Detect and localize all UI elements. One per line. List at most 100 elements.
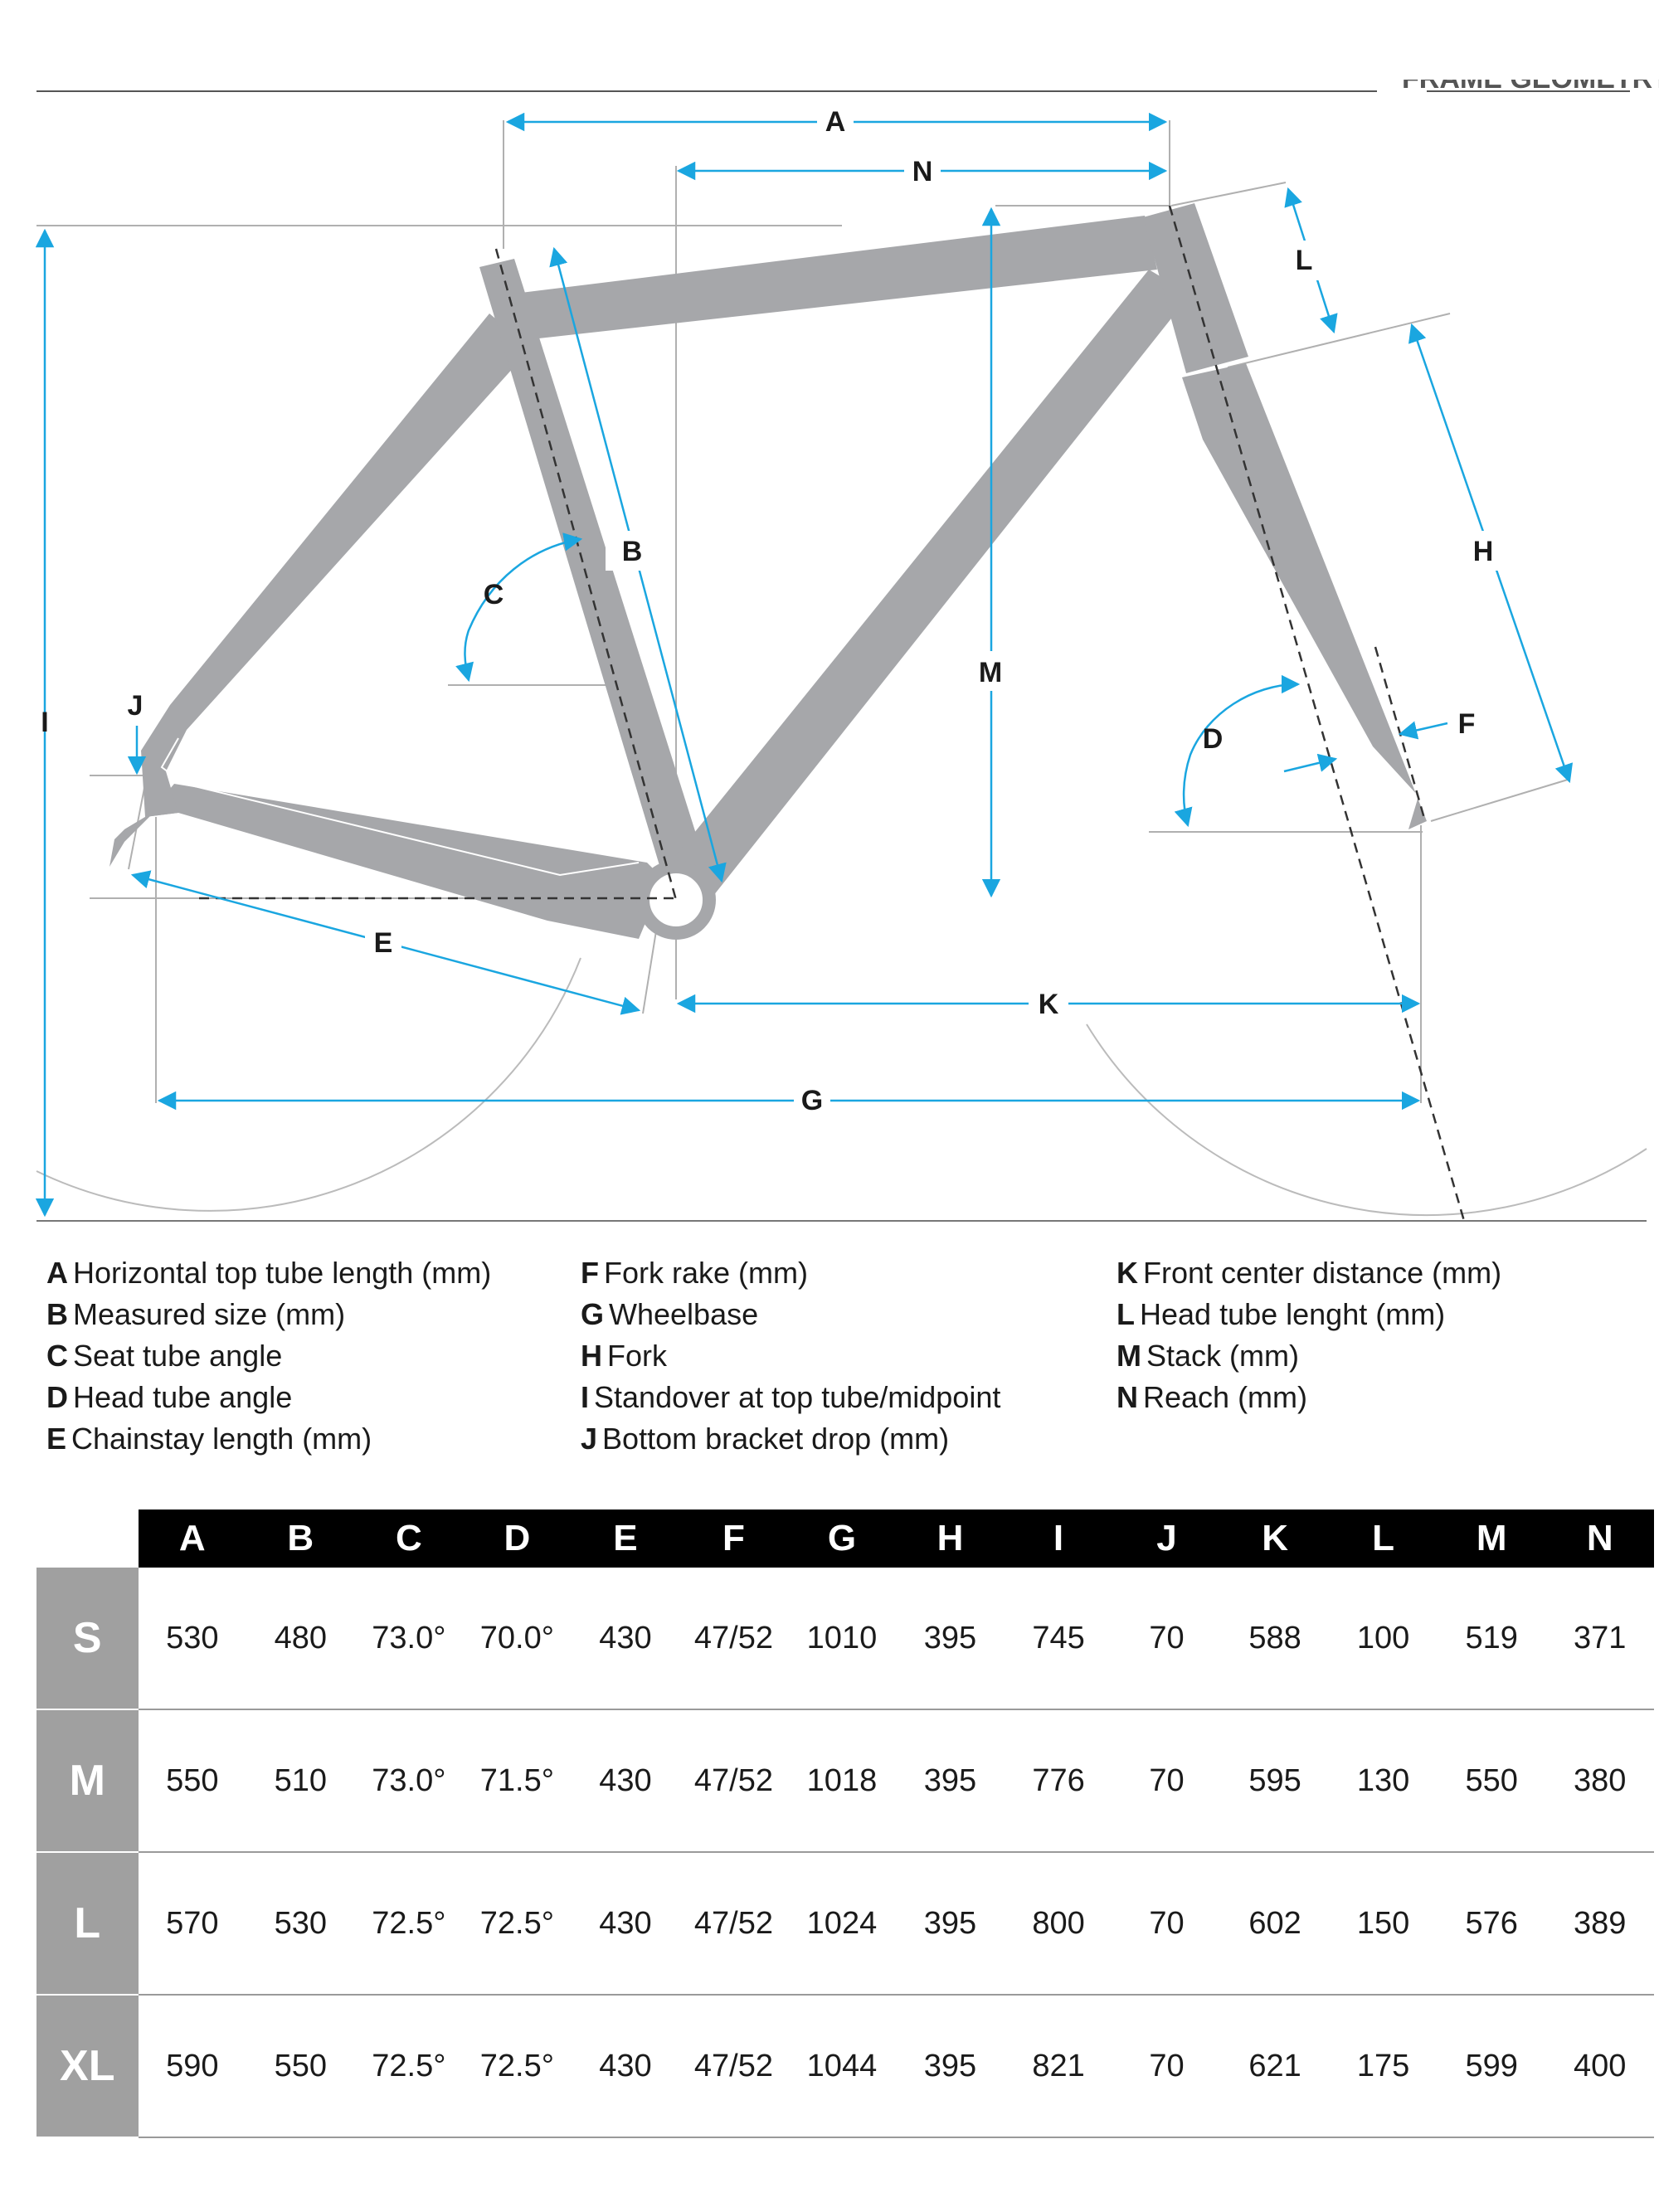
table-cell: 380 xyxy=(1545,1709,1654,1853)
table-cell: 70 xyxy=(1112,1709,1221,1853)
table-cell: 550 xyxy=(246,1995,355,2138)
size-cell: XL xyxy=(36,1995,139,2138)
angle-arc-c xyxy=(455,532,583,683)
table-cell: 602 xyxy=(1220,1852,1330,1996)
label-n: N xyxy=(912,156,933,187)
down-tube xyxy=(674,270,1190,896)
table-cell: 395 xyxy=(896,1709,1005,1853)
dim-arrow-f xyxy=(1398,721,1448,740)
table-cell: 590 xyxy=(138,1995,247,2138)
table-cell: 1044 xyxy=(787,1995,897,2138)
column-header-b: B xyxy=(246,1510,355,1568)
table-cell: 73.0° xyxy=(354,1568,464,1710)
table-row: XL 590 550 72.5° 72.5° 430 47/52 1044 39… xyxy=(36,1995,1654,2138)
table-cell: 70 xyxy=(1112,1852,1221,1996)
table-cell: 72.5° xyxy=(354,1995,464,2138)
table-cell: 1010 xyxy=(787,1568,897,1710)
label-g: G xyxy=(801,1085,823,1116)
table-cell: 395 xyxy=(896,1852,1005,1996)
table-cell: 47/52 xyxy=(679,1852,788,1996)
table-cell: 530 xyxy=(138,1568,247,1710)
table-cell: 175 xyxy=(1329,1995,1438,2138)
column-header-c: C xyxy=(354,1510,464,1568)
table-cell: 395 xyxy=(896,1995,1005,2138)
table-cell: 130 xyxy=(1329,1709,1438,1853)
label-a: A xyxy=(825,106,846,138)
table-cell: 47/52 xyxy=(679,1568,788,1710)
table-cell: 430 xyxy=(571,1995,680,2138)
steering-axis xyxy=(1168,205,1466,1222)
column-header-h: H xyxy=(896,1510,1005,1568)
table-cell: 73.0° xyxy=(354,1709,464,1853)
front-wheel-arc xyxy=(1086,1023,1647,1216)
table-cell: 570 xyxy=(138,1852,247,1996)
column-header-e: E xyxy=(571,1510,680,1568)
bottom-bracket xyxy=(636,860,716,940)
top-tube xyxy=(508,216,1157,340)
table-cell: 72.5° xyxy=(463,1852,572,1996)
table-cell: 70.0° xyxy=(463,1568,572,1710)
frame-geometry-diagram: FRAME GEOMETRY xyxy=(35,63,1659,1222)
table-cell: 371 xyxy=(1545,1568,1654,1710)
table-cell: 1018 xyxy=(787,1709,897,1853)
dim-arrow-d-tick xyxy=(1283,753,1338,773)
column-header-l: L xyxy=(1329,1510,1438,1568)
table-cell: 776 xyxy=(1004,1709,1113,1853)
size-cell: L xyxy=(36,1852,139,1996)
table-cell: 389 xyxy=(1545,1852,1654,1996)
label-k: K xyxy=(1039,989,1059,1020)
table-cell: 550 xyxy=(138,1709,247,1853)
table-cell: 47/52 xyxy=(679,1709,788,1853)
size-cell: S xyxy=(36,1568,139,1710)
column-header-i: I xyxy=(1004,1510,1113,1568)
column-header-j: J xyxy=(1112,1510,1221,1568)
table-row: M 550 510 73.0° 71.5° 430 47/52 1018 395… xyxy=(36,1709,1654,1853)
label-d: D xyxy=(1203,723,1224,755)
table-header-row: A B C D E F G H I J K L M N xyxy=(36,1510,1654,1568)
table-cell: 510 xyxy=(246,1709,355,1853)
label-f: F xyxy=(1458,708,1476,740)
table-cell: 72.5° xyxy=(354,1852,464,1996)
table-cell: 530 xyxy=(246,1852,355,1996)
chainstay xyxy=(124,784,664,939)
geometry-table: A B C D E F G H I J K L M N S 530 480 73… xyxy=(36,1510,1654,2138)
table-cell: 821 xyxy=(1004,1995,1113,2138)
table-cell: 100 xyxy=(1329,1568,1438,1710)
guide-line xyxy=(1170,182,1287,207)
label-j: J xyxy=(128,690,144,722)
guide-line xyxy=(1227,313,1451,368)
table-cell: 70 xyxy=(1112,1995,1221,2138)
table-cell: 576 xyxy=(1437,1852,1546,1996)
column-header-f: F xyxy=(679,1510,788,1568)
label-b: B xyxy=(622,536,643,567)
table-cell: 72.5° xyxy=(463,1995,572,2138)
rear-wheel-arc xyxy=(36,957,581,1212)
seatstay xyxy=(141,314,531,817)
fork xyxy=(1182,363,1427,829)
table-cell: 800 xyxy=(1004,1852,1113,1996)
column-header-k: K xyxy=(1220,1510,1330,1568)
table-cell: 430 xyxy=(571,1568,680,1710)
label-l: L xyxy=(1296,245,1313,276)
table-cell: 430 xyxy=(571,1852,680,1996)
table-cell: 47/52 xyxy=(679,1995,788,2138)
table-corner xyxy=(36,1510,139,1568)
table-cell: 550 xyxy=(1437,1709,1546,1853)
guide-line xyxy=(1430,779,1569,822)
table-cell: 70 xyxy=(1112,1568,1221,1710)
head-tube xyxy=(1143,203,1248,373)
table-cell: 595 xyxy=(1220,1709,1330,1853)
table-cell: 430 xyxy=(571,1709,680,1853)
table-cell: 71.5° xyxy=(463,1709,572,1853)
